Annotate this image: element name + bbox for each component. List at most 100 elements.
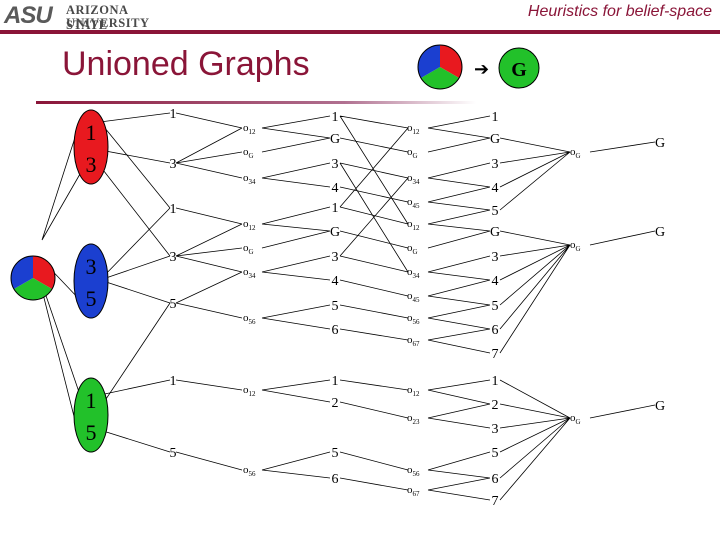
level3-node: G [655, 225, 665, 240]
level2-node: 4 [492, 181, 499, 196]
level2-node: 4 [492, 274, 499, 289]
goal-label: G [511, 59, 527, 81]
level1-node: G [330, 132, 340, 147]
title-underline [36, 101, 476, 104]
level0-nodes: 1 3 1 3 5 1 5 [170, 107, 177, 461]
op2-node: 45 [413, 296, 421, 304]
level0-node: 3 [170, 157, 177, 172]
op2-node: 56 [413, 470, 421, 478]
level1-node: 1 [332, 110, 339, 125]
svg-text:o45: o45 [407, 290, 420, 304]
belief-state-green: 1 5 [73, 377, 109, 453]
op1-node: 12 [249, 128, 257, 136]
op2-edge [261, 115, 331, 479]
level2-node: G [490, 132, 500, 147]
level0-node: 5 [170, 446, 177, 461]
pie-edge [41, 121, 81, 441]
asu-logo-mark: ASU [4, 2, 53, 29]
level1-node: 1 [332, 201, 339, 216]
goal-edge [589, 141, 656, 419]
svg-text:oG: oG [570, 146, 581, 160]
level2-node: 6 [492, 472, 499, 487]
belief-state-blue: 3 5 [73, 243, 109, 319]
svg-text:o34: o34 [243, 172, 256, 186]
belief-state-red: 1 3 [73, 109, 109, 185]
level1-node: 3 [332, 157, 339, 172]
svg-text:o12: o12 [407, 384, 420, 398]
university-name-line1: ARIZONA STATE [66, 3, 128, 32]
level2-node: 7 [492, 347, 499, 362]
op2-nodes: o12 oG o34 o45 o12 oG o34 o45 o56 o67 o1… [407, 122, 420, 498]
op2-node: 12 [413, 390, 421, 398]
level2-nodes: 1 G 3 4 5 G 3 4 5 6 7 1 2 3 5 6 7 [490, 110, 500, 509]
svg-text:oG: oG [570, 239, 581, 253]
university-name-line2: UNIVERSITY [66, 16, 150, 30]
slide-title: Unioned Graphs [62, 45, 310, 83]
goal-op-edge [499, 137, 571, 501]
level0-node: 1 [170, 202, 177, 217]
svg-text:o67: o67 [407, 484, 420, 498]
svg-text:oG: oG [407, 146, 418, 160]
level1-node: 4 [332, 274, 339, 289]
op1-node: G [249, 248, 254, 256]
svg-text:o23: o23 [407, 412, 420, 426]
level1-node: 6 [332, 323, 339, 338]
level3-nodes: G G G [655, 136, 665, 414]
svg-text:o34: o34 [407, 172, 420, 186]
op1-node: 34 [249, 272, 257, 280]
level0-node: 1 [170, 374, 177, 389]
belief-green-top: 1 [86, 388, 97, 413]
level2-node: 1 [492, 110, 499, 125]
goal-op-node: G [576, 245, 581, 253]
level1-node: 5 [332, 446, 339, 461]
level2-node: 3 [492, 422, 499, 437]
level3-node: G [655, 136, 665, 151]
svg-text:o12: o12 [407, 122, 420, 136]
svg-text:oG: oG [243, 146, 254, 160]
level3-node: G [655, 399, 665, 414]
svg-text:o12: o12 [243, 384, 256, 398]
level2-node: 5 [492, 299, 499, 314]
svg-text:oG: oG [570, 412, 581, 426]
op2-node: 34 [413, 272, 421, 280]
belief-green-bottom: 5 [86, 420, 97, 445]
belief-red-top: 1 [86, 120, 97, 145]
goal-op-nodes: oG oG oG [570, 146, 581, 426]
svg-text:oG: oG [243, 242, 254, 256]
op1-node: 56 [249, 318, 257, 326]
svg-text:o34: o34 [243, 266, 256, 280]
op2-node: G [413, 152, 418, 160]
level0-node: 1 [170, 107, 177, 122]
svg-text:o67: o67 [407, 334, 420, 348]
svg-text:o56: o56 [407, 312, 420, 326]
op1-node: 12 [249, 390, 257, 398]
level2-node: G [490, 225, 500, 240]
svg-text:o56: o56 [407, 464, 420, 478]
op1-edge [175, 112, 243, 471]
level1-node: 2 [332, 396, 339, 411]
op1-node: G [249, 152, 254, 160]
op1-node: 56 [249, 470, 257, 478]
svg-text:o56: o56 [243, 464, 256, 478]
level2-node: 2 [492, 398, 499, 413]
goal-op-node: G [576, 152, 581, 160]
op2-node: 67 [413, 340, 421, 348]
svg-text:o12: o12 [407, 218, 420, 232]
goal-op-node: G [576, 418, 581, 426]
level1-node: 1 [332, 374, 339, 389]
level1-node: 6 [332, 472, 339, 487]
belief-blue-bottom: 5 [86, 286, 97, 311]
asu-logo: ASU ARIZONA STATE UNIVERSITY [4, 2, 170, 32]
initial-belief-pie-icon [417, 44, 463, 90]
svg-text:oG: oG [407, 242, 418, 256]
svg-text:o56: o56 [243, 312, 256, 326]
level0-node: 3 [170, 250, 177, 265]
op2-node: G [413, 248, 418, 256]
svg-text:o45: o45 [407, 196, 420, 210]
op4-edge [427, 115, 491, 501]
level2-node: 1 [492, 374, 499, 389]
level2-node: 3 [492, 157, 499, 172]
level2-node: 6 [492, 323, 499, 338]
svg-text:o34: o34 [407, 266, 420, 280]
level2-node: 5 [492, 446, 499, 461]
